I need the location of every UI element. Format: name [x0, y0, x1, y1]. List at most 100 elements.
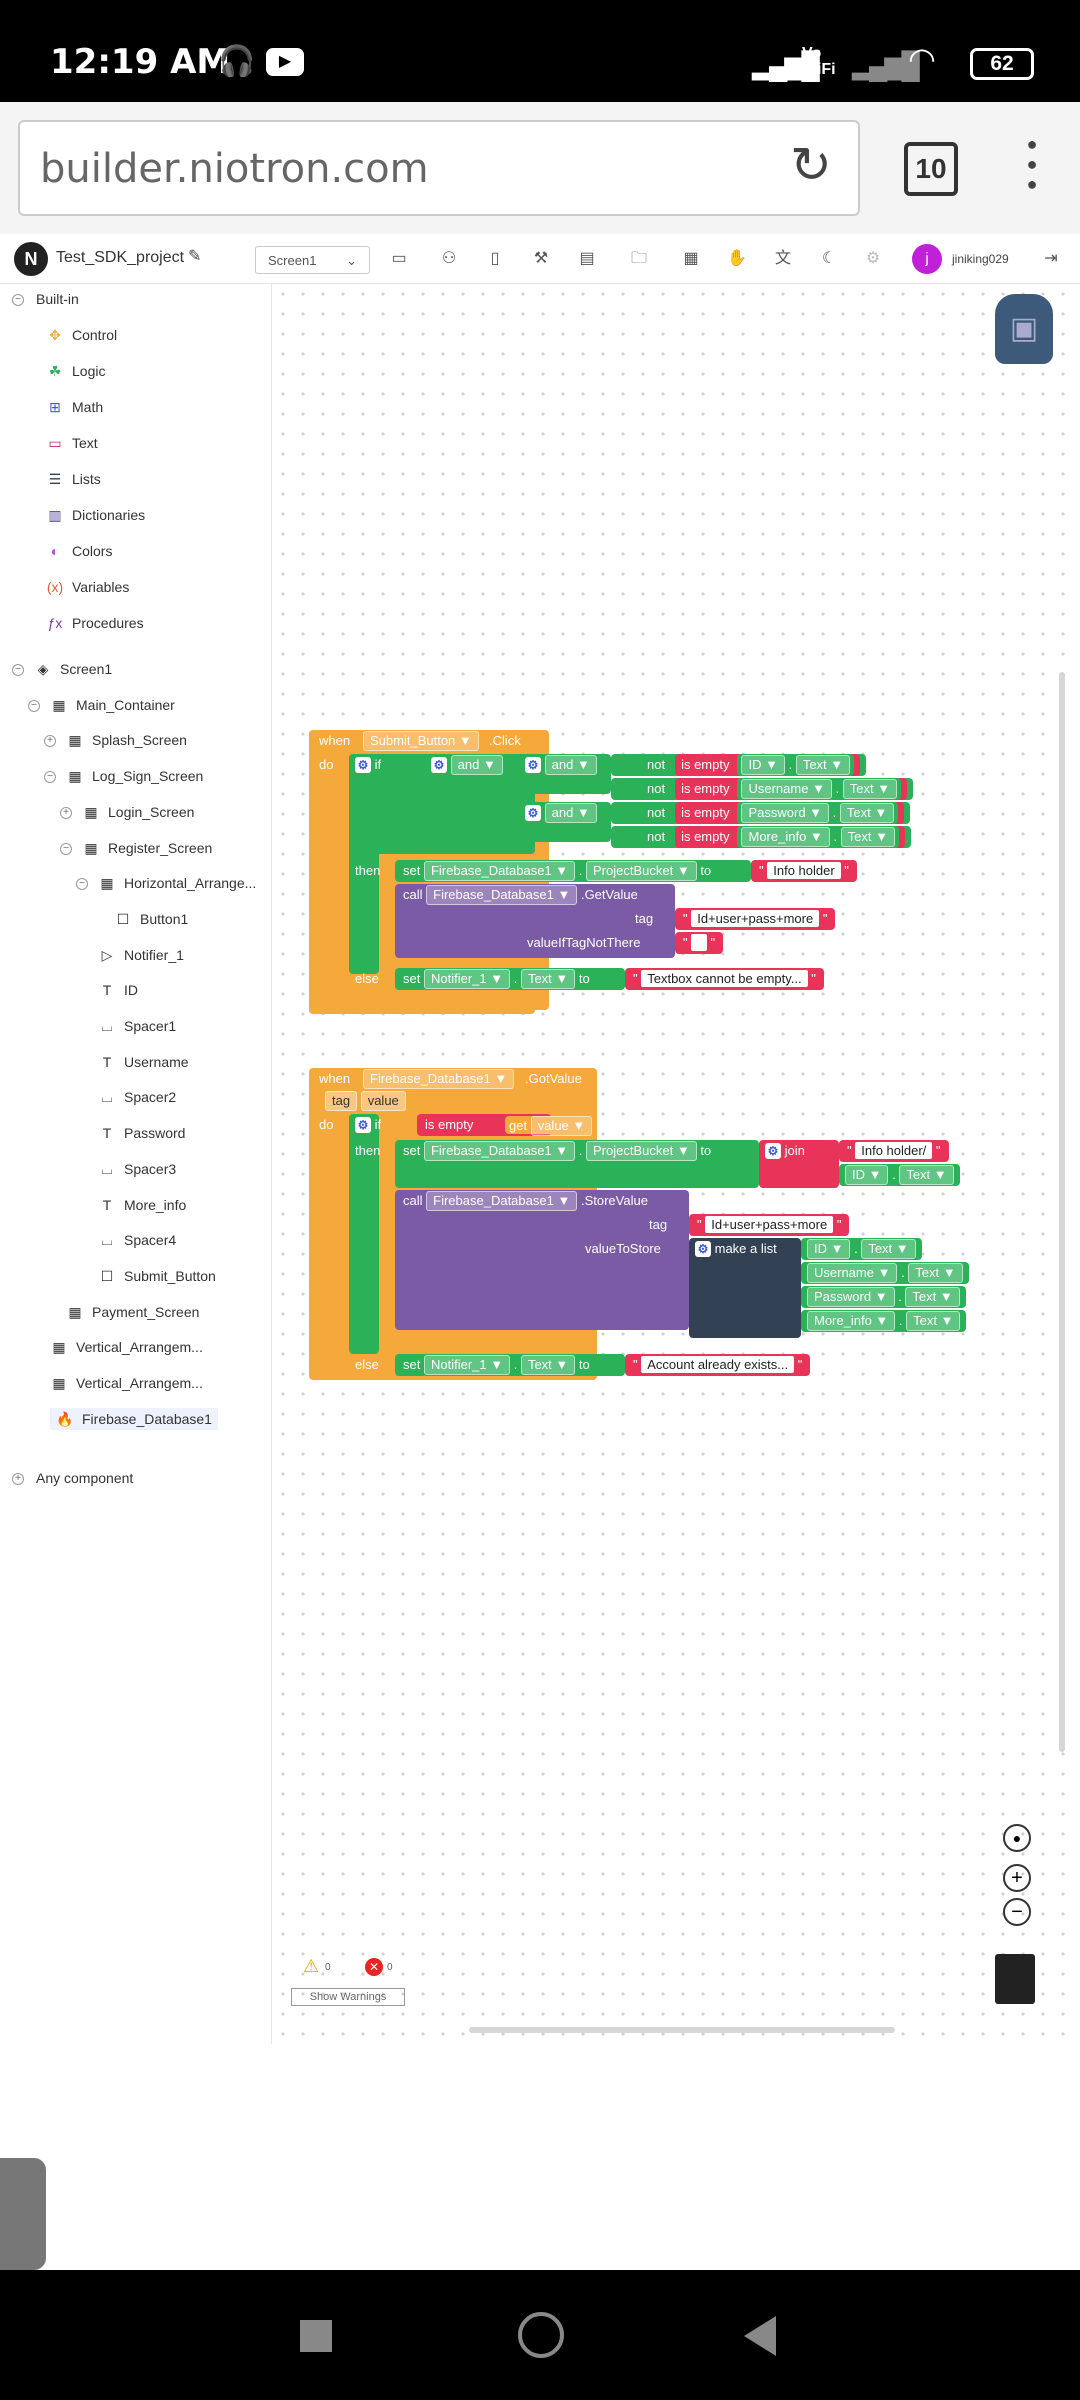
if-block[interactable] [349, 1114, 379, 1354]
avatar[interactable]: j [912, 244, 942, 274]
list-item-block[interactable]: ID ▼ . Text ▼ [801, 1238, 922, 1260]
param-tag[interactable]: tag [325, 1091, 358, 1111]
recents-button[interactable] [300, 2320, 332, 2352]
id-text-block[interactable]: ID ▼ . Text ▼ [839, 1164, 960, 1186]
builtin-text[interactable]: ▭Text [46, 432, 97, 454]
get-value-block[interactable]: get value ▼ [505, 1116, 597, 1136]
recenter-icon[interactable]: ● [1003, 1824, 1031, 1852]
string-block[interactable]: " Textbox cannot be empty... " [625, 968, 824, 990]
zoom-in-icon[interactable]: + [1003, 1864, 1031, 1892]
tree-toggle[interactable]: − [60, 842, 72, 855]
tree-item[interactable]: ◈Screen1 [34, 658, 113, 680]
trash-icon[interactable] [995, 1954, 1035, 2004]
gear-icon[interactable]: ⚙ [355, 1117, 371, 1133]
tree-item[interactable]: ▦Vertical_Arrangem... [50, 1336, 202, 1358]
builtin-control[interactable]: ✥Control [46, 324, 117, 346]
builtin-variables[interactable]: (x)Variables [46, 576, 130, 598]
tree-toggle[interactable]: − [28, 699, 40, 712]
string-block[interactable]: " Info holder " [751, 860, 857, 882]
tree-item[interactable]: ▷Notifier_1 [98, 944, 184, 966]
collapse-toggle[interactable]: − [12, 294, 24, 306]
backpack-icon[interactable]: ▣ [995, 294, 1053, 364]
tree-item[interactable]: ▦Horizontal_Arrange... [98, 872, 256, 894]
home-button[interactable] [518, 2312, 564, 2358]
components-icon[interactable]: ⚇ [441, 250, 457, 267]
more-menu-icon[interactable]: ●●● [1026, 134, 1038, 194]
edit-icon[interactable]: ✎ [188, 248, 202, 265]
tree-toggle[interactable]: − [44, 771, 56, 784]
reload-icon[interactable]: ↻ [790, 137, 832, 193]
error-icon[interactable]: ✕ [365, 1958, 383, 1976]
tree-item[interactable]: ⌴Spacer2 [98, 1086, 176, 1108]
tree-toggle[interactable]: + [60, 806, 72, 819]
list-item-block[interactable]: Password ▼ . Text ▼ [801, 1286, 966, 1308]
tree-item[interactable]: ⌴Spacer1 [98, 1015, 176, 1037]
tree-item[interactable]: ▦Splash_Screen [66, 729, 187, 751]
gear-icon[interactable]: ⚙ [355, 757, 371, 773]
grid-icon[interactable]: ▦ [683, 250, 699, 267]
textbox-text-block[interactable]: ID ▼ . Text ▼ [737, 754, 855, 776]
tree-item[interactable]: ▦Register_Screen [82, 837, 212, 859]
gear-icon[interactable]: ⚙ [431, 757, 447, 773]
moon-icon[interactable]: ☾ [821, 250, 837, 267]
textbox-text-block[interactable]: Password ▼ . Text ▼ [737, 802, 899, 824]
string-block[interactable]: " Info holder/ " [839, 1140, 949, 1162]
tree-item[interactable]: ▦Main_Container [50, 694, 174, 716]
builtin-lists[interactable]: ☰Lists [46, 468, 101, 490]
project-name[interactable]: Test_SDK_project [56, 249, 185, 266]
hand-icon[interactable]: ✋ [727, 250, 747, 267]
set-bucket-block[interactable] [395, 1140, 759, 1188]
tree-item[interactable]: ☐Submit_Button [98, 1265, 216, 1287]
textbox-text-block[interactable]: More_info ▼ . Text ▼ [737, 826, 899, 848]
tools-icon[interactable]: ⚒ [533, 250, 549, 267]
set-bucket-block[interactable] [395, 860, 751, 882]
builtin-header[interactable]: Built-in [36, 291, 79, 307]
string-block[interactable]: " Account already exists... " [625, 1354, 811, 1376]
warning-icon[interactable]: ⚠ [303, 1956, 320, 1976]
show-warnings-button[interactable]: Show Warnings [291, 1988, 405, 2006]
tree-item[interactable]: ▦Login_Screen [82, 801, 194, 823]
horizontal-scrollbar[interactable] [469, 2027, 895, 2033]
storevalue-block[interactable] [395, 1190, 689, 1330]
tree-item[interactable]: ▦Vertical_Arrangem... [50, 1372, 202, 1394]
tree-item[interactable]: ☐Button1 [114, 908, 189, 930]
builtin-math[interactable]: ⊞Math [46, 396, 103, 418]
string-block[interactable]: " Id+user+pass+more " [675, 908, 836, 930]
gear-icon[interactable]: ⚙ [525, 757, 541, 773]
list-item-block[interactable]: More_info ▼ . Text ▼ [801, 1310, 967, 1332]
string-block[interactable]: " Id+user+pass+more " [689, 1214, 850, 1236]
url-bar[interactable]: builder.niotron.com ↻ [18, 120, 860, 216]
expand-toggle[interactable]: + [12, 1473, 24, 1485]
tree-toggle[interactable]: − [76, 878, 88, 891]
tree-toggle[interactable]: − [12, 664, 24, 676]
logout-icon[interactable]: ⇥ [1044, 250, 1058, 267]
param-value[interactable]: value [360, 1091, 406, 1111]
tree-item[interactable]: ▦Log_Sign_Screen [66, 765, 203, 787]
component-dropdown[interactable]: Submit_Button ▼ [363, 730, 479, 752]
folder-icon[interactable]: 🗀 [630, 250, 647, 267]
list-item-block[interactable]: Username ▼ . Text ▼ [801, 1262, 969, 1284]
getvalue-block[interactable] [395, 884, 675, 958]
component-dropdown[interactable]: Firebase_Database1 ▼ [363, 1068, 515, 1090]
gear-icon[interactable]: ⚙ [765, 1143, 781, 1159]
any-component[interactable]: Any component [36, 1470, 134, 1486]
screen-select[interactable]: Screen1⌄ [255, 246, 370, 274]
book-icon[interactable]: ▤ [579, 250, 595, 267]
gear-icon[interactable]: ⚙ [695, 1241, 711, 1257]
back-button[interactable] [744, 2316, 776, 2356]
tree-item[interactable]: ⌴Spacer3 [98, 1158, 176, 1180]
builtin-logic[interactable]: ☘Logic [46, 360, 106, 382]
tree-toggle[interactable]: + [44, 735, 56, 748]
